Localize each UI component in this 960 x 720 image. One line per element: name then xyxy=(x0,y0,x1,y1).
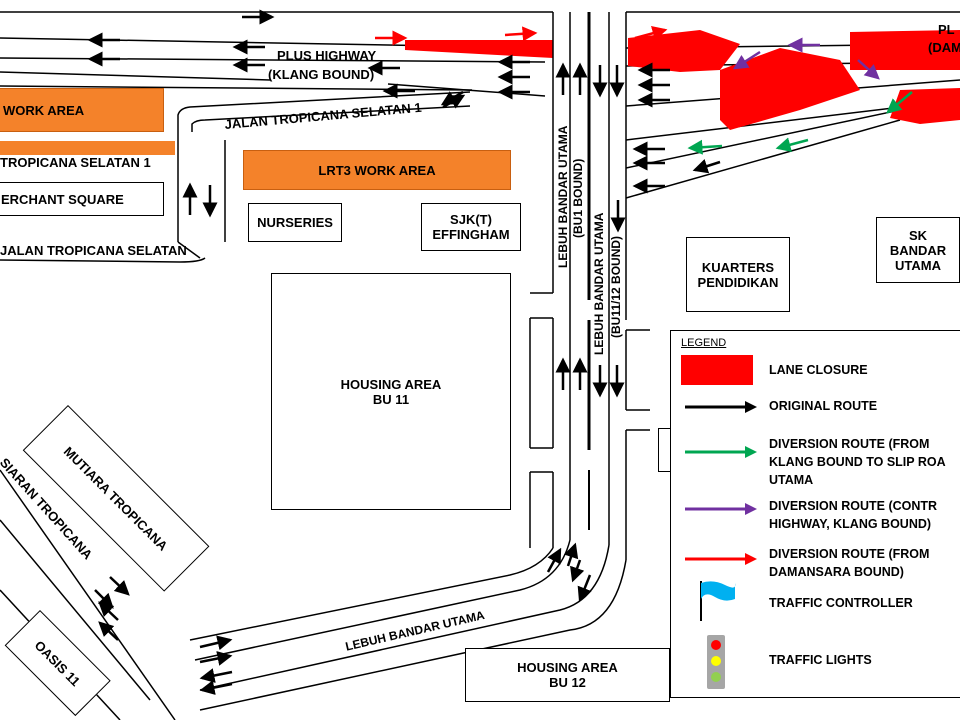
lebuh-bu1-label-2: (BU1 BOUND) xyxy=(571,158,585,238)
housing-area-bu11: HOUSING AREA BU 11 xyxy=(271,273,511,510)
lane-closure-swatch xyxy=(681,355,753,385)
sjk-label: SJK(T) xyxy=(450,212,492,227)
legend-panel: LEGEND LANE CLOSURE ORIGINAL ROUTE DIVER… xyxy=(670,330,960,698)
original-route-legend-label: ORIGINAL ROUTE xyxy=(769,399,878,413)
red-diversion-arrows xyxy=(375,25,668,46)
green-diversion-legend-line1: DIVERSION ROUTE (FROM xyxy=(769,437,930,451)
tropicana-selatan-1-left-label: TROPICANA SELATAN 1 xyxy=(0,155,151,170)
kuarters-pendidikan-box: KUARTERS PENDIDIKAN xyxy=(686,237,790,312)
purple-diversion-legend-line1: DIVERSION ROUTE (CONTR xyxy=(769,499,938,513)
housing-area-bu12: HOUSING AREA BU 12 xyxy=(465,648,670,702)
klang-bound-label: (KLANG BOUND) xyxy=(268,67,375,82)
housing-bu11-line2: BU 11 xyxy=(372,391,410,407)
legend-title: LEGEND xyxy=(681,337,727,349)
original-route-arrows xyxy=(87,9,721,695)
green-diversion-legend-line3: UTAMA xyxy=(769,473,814,487)
purple-diversion-arrows xyxy=(732,37,880,80)
plus-highway-right-label: PL xyxy=(938,22,955,37)
green-diversion-legend-line2: KLANG BOUND TO SLIP ROA xyxy=(769,455,946,469)
lebuh-bu1-label-1: LEBUH BANDAR UTAMA xyxy=(556,125,570,268)
lane-closure-left xyxy=(405,40,553,58)
kuarters-line2: PENDIDIKAN xyxy=(697,274,779,290)
red-diversion-arrow-icon xyxy=(685,553,757,565)
left-vertical-road xyxy=(0,140,226,263)
effingham-label: EFFINGHAM xyxy=(432,227,510,242)
damansara-bound-label: (DAMA xyxy=(928,40,960,55)
flag-icon xyxy=(700,581,736,621)
nurseries-box: NURSERIES xyxy=(248,203,342,242)
lane-closure-right xyxy=(628,30,960,130)
green-diversion-arrows xyxy=(687,91,913,155)
traffic-light-icon xyxy=(707,635,725,689)
lrt3-work-area: LRT3 WORK AREA xyxy=(243,150,511,190)
green-diversion-arrow-icon xyxy=(685,446,757,458)
housing-bu12-line2: BU 12 xyxy=(549,675,586,690)
traffic-lights-legend-label: TRAFFIC LIGHTS xyxy=(769,653,872,667)
original-route-arrow-icon xyxy=(685,401,757,413)
housing-bu12-line1: HOUSING AREA xyxy=(517,660,618,675)
jalan-tropicana-selatan-1-road xyxy=(177,91,471,140)
merchant-square-box: ERCHANT SQUARE xyxy=(0,182,164,216)
sk-bandar-utama-box: SK BANDAR UTAMA xyxy=(876,217,960,283)
purple-diversion-arrow-icon xyxy=(685,503,757,515)
plus-highway-label: PLUS HIGHWAY xyxy=(277,48,377,63)
lane-closure-legend-label: LANE CLOSURE xyxy=(769,363,868,377)
traffic-controller-legend-label: TRAFFIC CONTROLLER xyxy=(769,596,913,610)
kuarters-line1: KUARTERS xyxy=(701,259,775,275)
housing-bu11-line1: HOUSING AREA xyxy=(340,376,442,392)
sk-line2: BANDAR xyxy=(889,242,947,258)
sk-line3: UTAMA xyxy=(895,257,941,273)
sjk-effingham-box: SJK(T) EFFINGHAM xyxy=(421,203,521,251)
purple-diversion-legend-line2: HIGHWAY, KLANG BOUND) xyxy=(769,517,932,531)
work-area-strip xyxy=(0,141,175,155)
lebuh-bu1112-label-2: (BU11/12 BOUND) xyxy=(609,235,623,338)
red-diversion-legend-line1: DIVERSION ROUTE (FROM xyxy=(769,547,930,561)
sk-line1: SK xyxy=(908,227,928,243)
lebuh-bandar-utama-road xyxy=(529,12,650,560)
jalan-tropicana-selatan-label: JALAN TROPICANA SELATAN xyxy=(0,243,187,258)
red-diversion-legend-line2: DAMANSARA BOUND) xyxy=(769,565,904,579)
lebuh-bu1112-label-1: LEBUH BANDAR UTAMA xyxy=(592,212,606,355)
work-area-left: WORK AREA xyxy=(0,88,164,132)
